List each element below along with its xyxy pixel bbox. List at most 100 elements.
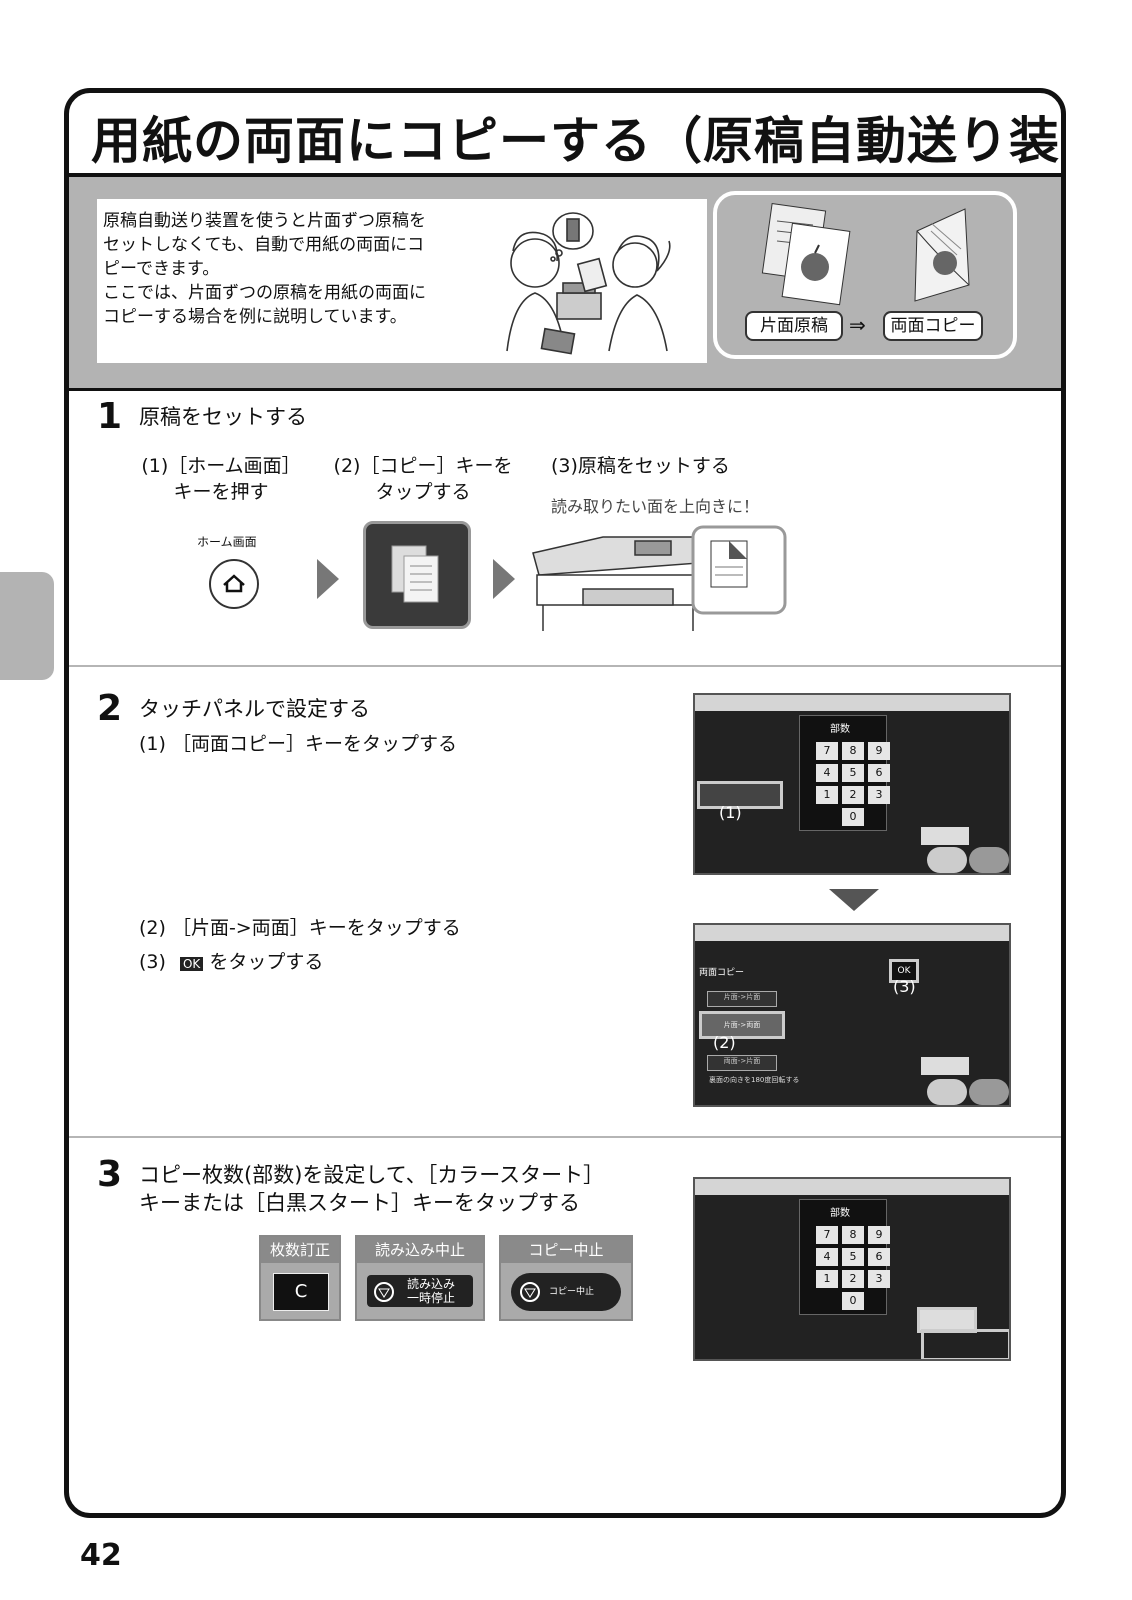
key-6[interactable]: 6 xyxy=(868,1248,890,1266)
sub-line: (2)［コピー］キーを xyxy=(333,455,513,477)
color-start-button[interactable] xyxy=(969,1079,1009,1105)
copier-illustration xyxy=(532,525,787,631)
key-2[interactable]: 2 xyxy=(842,1270,864,1288)
preview-button[interactable] xyxy=(921,827,969,845)
touch-panel-1: 部数 7 8 9 4 5 6 1 2 3 0 (1) xyxy=(693,693,1011,875)
divider xyxy=(69,665,1061,667)
key-7[interactable]: 7 xyxy=(816,1226,838,1244)
callout-3: (3) xyxy=(893,977,916,996)
callout-2: (2) xyxy=(713,1033,736,1052)
key-5[interactable]: 5 xyxy=(842,764,864,782)
copy-key[interactable] xyxy=(363,521,471,629)
key-1[interactable]: 1 xyxy=(816,786,838,804)
single-to-single-key[interactable]: 片面->片面 xyxy=(707,991,777,1007)
key-3[interactable]: 3 xyxy=(868,1270,890,1288)
single-to-duplex-key[interactable]: 片面->両面 xyxy=(699,1011,785,1039)
intro-line: ピーできます。 xyxy=(103,259,220,279)
color-start-button[interactable] xyxy=(969,847,1009,873)
stop-reading-chip: 読み込み中止 読み込み 一時停止 xyxy=(355,1235,485,1321)
bw-start-button[interactable] xyxy=(927,1079,967,1105)
stop-copy-chip: コピー中止 コピー中止 xyxy=(499,1235,633,1321)
key-4[interactable]: 4 xyxy=(816,1248,838,1266)
step2-sub2: (2) ［片面->両面］キーをタップする xyxy=(139,917,461,939)
copies-label: 部数 xyxy=(830,724,850,735)
step2-sub3: (3) OK をタップする xyxy=(139,949,323,977)
sub-line: キーを押す xyxy=(173,481,269,503)
page-frame: 用紙の両面にコピーする（原稿自動送り装置） 原稿自動送り装置を使うと片面ずつ原稿… xyxy=(64,88,1066,1518)
key-9[interactable]: 9 xyxy=(868,1226,890,1244)
title-line: キーまたは［白黒スタート］キーをタップする xyxy=(139,1191,580,1215)
key-9[interactable]: 9 xyxy=(868,742,890,760)
rotate-checkbox-label[interactable]: 裏面の向きを180度回転する xyxy=(709,1076,800,1084)
intro-line: コピーする場合を例に説明しています。 xyxy=(103,307,407,327)
step1-sub3: (3)原稿をセットする xyxy=(551,455,730,477)
key-5[interactable]: 5 xyxy=(842,1248,864,1266)
divider xyxy=(69,1136,1061,1138)
touch-panel-3: 部数 7 8 9 4 5 6 1 2 3 0 xyxy=(693,1177,1011,1361)
step1-title: 原稿をセットする xyxy=(139,405,307,429)
step3-title: コピー枚数(部数)を設定して、［カラースタート］ キーまたは［白黒スタート］キー… xyxy=(139,1161,604,1217)
panel-header xyxy=(695,925,1009,941)
step2-title: タッチパネルで設定する xyxy=(139,697,370,721)
start-buttons-highlight[interactable] xyxy=(921,1329,1009,1359)
key-7[interactable]: 7 xyxy=(816,742,838,760)
key-8[interactable]: 8 xyxy=(842,1226,864,1244)
key-2[interactable]: 2 xyxy=(842,786,864,804)
ok-icon: OK xyxy=(179,957,204,971)
duplex-copy-key-highlight[interactable] xyxy=(697,781,783,809)
arrow-right-icon: ⇒ xyxy=(849,313,866,337)
ok-button[interactable]: OK xyxy=(889,959,919,983)
intro-box: 原稿自動送り装置を使うと片面ずつ原稿を セットしなくても、自動で用紙の両面にコ … xyxy=(97,199,707,363)
arrow-icon xyxy=(493,559,515,599)
copies-label: 部数 xyxy=(830,1208,850,1219)
arrow-down-icon xyxy=(829,889,879,911)
step1-hint: 読み取りたい面を上向きに！ xyxy=(551,497,760,516)
home-icon xyxy=(223,574,245,593)
correction-chip: 枚数訂正 C xyxy=(259,1235,341,1321)
preview-button[interactable] xyxy=(921,1057,969,1075)
step1-number: 1 xyxy=(97,396,123,437)
home-button[interactable] xyxy=(209,559,259,609)
intro-line: 原稿自動送り装置を使うと片面ずつ原稿を xyxy=(103,211,426,231)
key-6[interactable]: 6 xyxy=(868,764,890,782)
step1-sub1: (1)［ホーム画面］ キーを押す xyxy=(139,453,303,505)
duplex-label: 両面コピー xyxy=(883,311,983,341)
step2-number: 2 xyxy=(97,688,123,729)
originals-illustration xyxy=(761,203,970,306)
key-0[interactable]: 0 xyxy=(842,1292,864,1310)
touch-panel-2: 両面コピー 片面->片面 片面->両面 (2) 両面->片面 裏面の向きを180… xyxy=(693,923,1011,1107)
arrow-icon xyxy=(317,559,339,599)
duplex-panel-title: 両面コピー xyxy=(699,968,745,978)
key-4[interactable]: 4 xyxy=(816,764,838,782)
single-sided-label: 片面原稿 xyxy=(745,311,843,341)
intro-line: セットしなくても、自動で用紙の両面にコ xyxy=(103,235,425,255)
step2-sub1: (1) ［両面コピー］キーをタップする xyxy=(139,733,457,755)
intro-line: ここでは、片面ずつの原稿を用紙の両面に xyxy=(103,283,426,303)
chip-header: 読み込み中止 xyxy=(357,1237,483,1263)
key-1[interactable]: 1 xyxy=(816,1270,838,1288)
duplex-diagram: 片面原稿 ⇒ 両面コピー xyxy=(713,191,1017,359)
key-3[interactable]: 3 xyxy=(868,786,890,804)
key-0[interactable]: 0 xyxy=(842,808,864,826)
intro-section: 原稿自動送り装置を使うと片面ずつ原稿を セットしなくても、自動で用紙の両面にコ … xyxy=(69,177,1061,391)
clear-key[interactable]: C xyxy=(273,1273,329,1311)
title-bar: 用紙の両面にコピーする（原稿自動送り装置） xyxy=(69,93,1061,177)
keypad: 部数 7 8 9 4 5 6 1 2 3 0 xyxy=(799,1199,890,1315)
women-illustration xyxy=(506,212,671,355)
sub-line: (1)［ホーム画面］ xyxy=(141,455,301,477)
title-line: コピー枚数(部数)を設定して、［カラースタート］ xyxy=(139,1163,605,1187)
step1-sub2: (2)［コピー］キーを タップする xyxy=(331,453,515,505)
stop-icon xyxy=(374,1282,394,1302)
stop-copy-key[interactable]: コピー中止 xyxy=(511,1273,621,1311)
chapter-tab xyxy=(0,572,54,680)
sub3-prefix: (3) xyxy=(139,951,166,973)
sub-line: タップする xyxy=(375,481,471,503)
chip-header: コピー中止 xyxy=(501,1237,631,1263)
panel-header xyxy=(695,695,1009,711)
bw-start-button[interactable] xyxy=(927,847,967,873)
key-8[interactable]: 8 xyxy=(842,742,864,760)
duplex-to-single-key[interactable]: 両面->片面 xyxy=(707,1055,777,1071)
copy-documents-icon xyxy=(391,545,439,603)
intro-text: 原稿自動送り装置を使うと片面ずつ原稿を セットしなくても、自動で用紙の両面にコ … xyxy=(103,209,475,329)
panel-header xyxy=(695,1179,1009,1195)
